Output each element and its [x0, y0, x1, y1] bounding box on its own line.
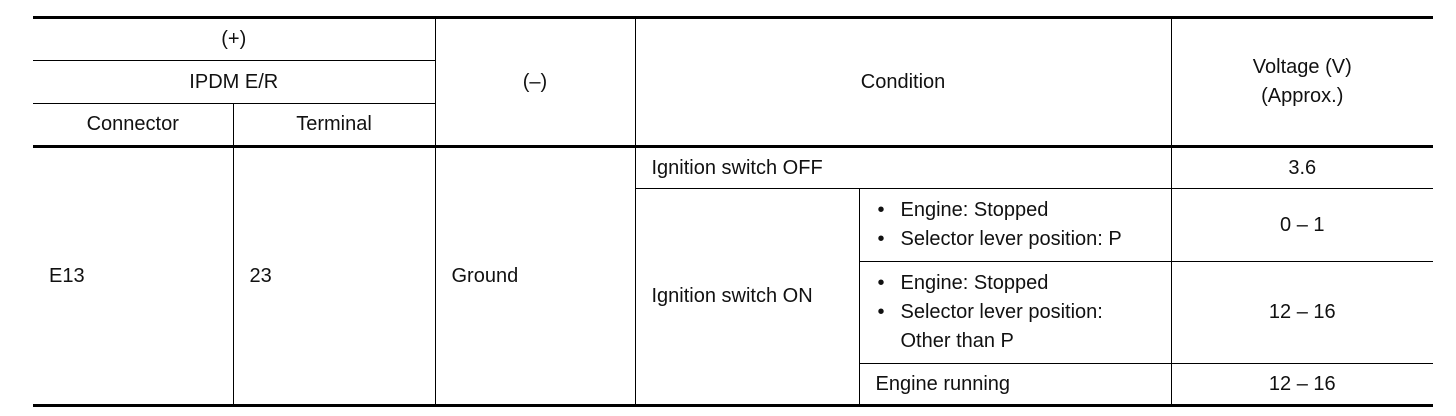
table-row: Ignition switch ON Engine: Stopped Selec… — [33, 188, 1434, 407]
list-item: Engine: Stopped — [876, 196, 1155, 225]
terminal-voltage-table-container: (+) (–) Condition Voltage (V) (Approx.) … — [33, 16, 1434, 407]
list-item: Engine: Stopped — [876, 269, 1155, 298]
cell-sub-voltage-3: 12 – 16 — [1170, 363, 1434, 407]
cell-sub-condition-2: Engine: Stopped Selector lever position:… — [858, 261, 1172, 364]
header-module: IPDM E/R — [33, 60, 436, 104]
terminal-voltage-table: (+) (–) Condition Voltage (V) (Approx.) … — [33, 16, 1434, 407]
header-condition: Condition — [634, 16, 1172, 147]
header-terminal: Terminal — [232, 103, 436, 147]
header-row-3: Connector Terminal — [33, 103, 1433, 147]
header-voltage: Voltage (V) (Approx.) — [1170, 16, 1434, 147]
bullet-list: Engine: Stopped Selector lever position:… — [876, 269, 1155, 356]
header-minus: (–) — [434, 16, 636, 147]
bullet-list: Engine: Stopped Selector lever position:… — [876, 196, 1155, 254]
list-item: Selector lever position: P — [876, 225, 1155, 254]
table-row: Engine running 12 – 16 — [33, 363, 1434, 407]
header-plus: (+) — [33, 16, 436, 61]
cell-sub-voltage-2: 12 – 16 — [1170, 261, 1434, 364]
table-row: E13 23 Ground Ignition switch OFF 3.6 — [33, 145, 1434, 407]
cell-ign-off: Ignition switch OFF — [634, 145, 1172, 189]
header-voltage-line1: Voltage (V) — [1252, 56, 1352, 78]
header-connector: Connector — [33, 103, 234, 147]
cell-connector: E13 — [33, 145, 234, 407]
cell-minus: Ground — [434, 145, 636, 407]
header-row-1: (+) (–) Condition Voltage (V) (Approx.) — [33, 16, 1434, 147]
cell-ign-on: Ignition switch ON — [634, 188, 860, 407]
cell-sub-condition-1: Engine: Stopped Selector lever position:… — [858, 188, 1172, 262]
list-item: Selector lever position: Other than P — [876, 298, 1155, 356]
cell-sub-voltage-1: 0 – 1 — [1170, 188, 1434, 262]
cell-sub-condition-3: Engine running — [858, 363, 1172, 407]
cell-terminal: 23 — [232, 145, 436, 407]
cell-ign-off-voltage: 3.6 — [1170, 145, 1434, 189]
header-row-2: IPDM E/R — [33, 60, 1433, 104]
table-row: Engine: Stopped Selector lever position:… — [33, 261, 1434, 364]
header-voltage-line2: (Approx.) — [1261, 85, 1344, 107]
